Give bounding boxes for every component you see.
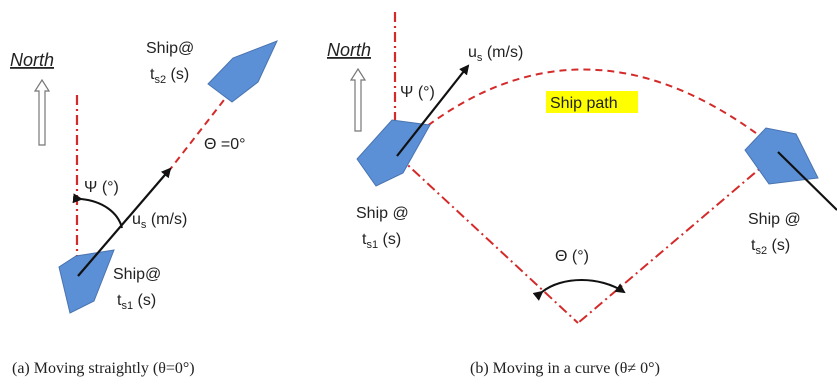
ship-icon-1a	[58, 249, 115, 314]
ship2-label-b-line2: ts2 (s)	[751, 237, 790, 257]
north-arrow-icon	[349, 67, 367, 132]
psi-label-b: Ψ (°)	[400, 84, 435, 101]
ship-path-arc	[399, 68, 779, 151]
panel-b: North Ship path us (m/s) Ψ (°) Θ (°) Shi…	[327, 12, 837, 324]
theta-label-b: Θ (°)	[555, 248, 589, 265]
velocity-arrow-a	[77, 167, 172, 277]
psi-label-a: Ψ (°)	[84, 179, 119, 196]
theta-angle-arc-b	[532, 279, 626, 301]
panel-a: North Ψ (°) us (m/s) Θ =0° Ship@ ts2 (s)…	[10, 40, 278, 314]
ship2-label-b-line1: Ship @	[748, 211, 801, 228]
caption-a: (a) Moving straightly (θ=0°)	[12, 360, 195, 377]
ship1-label-a-line1: Ship@	[113, 266, 161, 283]
north-label-a: North	[10, 50, 54, 70]
ship-path-highlight	[546, 91, 638, 113]
ship2-label-a-line1: Ship@	[146, 40, 194, 57]
ship-path-label: Ship path	[550, 95, 618, 112]
radius-line-left	[397, 155, 579, 324]
velocity-arrow-b	[396, 64, 470, 157]
ship-icon-2a	[207, 40, 278, 103]
ship1-label-a-line2: ts1 (s)	[117, 292, 156, 312]
north-arrow-icon	[33, 78, 51, 146]
speed-label-b: us (m/s)	[468, 44, 523, 64]
ship1-label-b-line1: Ship @	[356, 205, 409, 222]
ship2-label-a-line2: ts2 (s)	[150, 66, 189, 86]
theta-label-a: Θ =0°	[204, 136, 246, 153]
north-label-b: North	[327, 40, 371, 60]
caption-b: (b) Moving in a curve (θ≠ 0°)	[470, 360, 660, 377]
radius-line-right	[577, 159, 771, 324]
psi-angle-arc-a	[72, 193, 123, 229]
speed-label-a: us (m/s)	[132, 211, 187, 231]
ship1-label-b-line2: ts1 (s)	[362, 231, 401, 251]
velocity-line-ship2	[777, 151, 837, 211]
